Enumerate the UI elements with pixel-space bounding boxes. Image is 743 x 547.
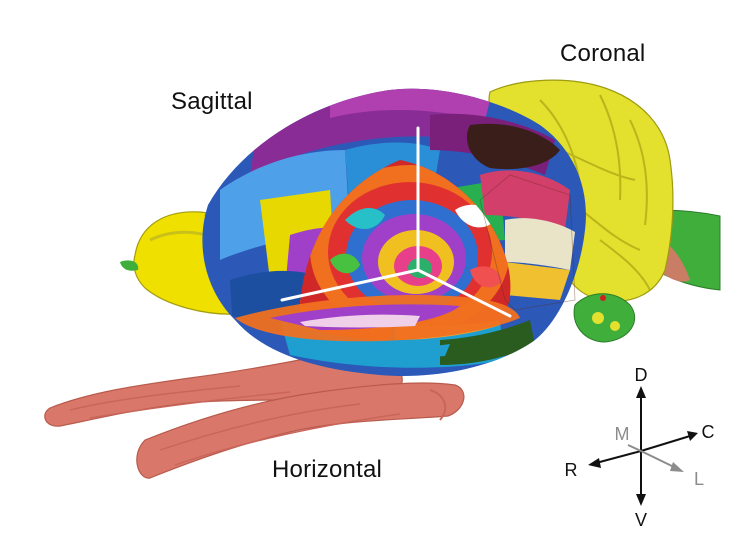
compass-dorsal: D <box>635 365 648 385</box>
coronal-label: Coronal <box>560 40 646 67</box>
rostral-section-line <box>280 268 420 302</box>
hindbrain-green <box>573 293 636 343</box>
compass-medial: M <box>615 424 630 444</box>
compass-lateral: L <box>694 469 704 489</box>
lateral-section-line <box>416 268 512 318</box>
compass-rostral: R <box>565 460 578 480</box>
orientation-compass: D V R C M L <box>565 365 715 530</box>
section-lines <box>280 126 512 318</box>
compass-ventral: V <box>635 510 647 530</box>
nerve-tract-upper <box>44 349 403 427</box>
horizontal-label: Horizontal <box>272 456 383 483</box>
compass-caudal: C <box>702 422 715 442</box>
horizontal-section-slab <box>235 294 520 358</box>
sagittal-section-face <box>479 174 576 311</box>
nerve-tract-lower <box>136 382 465 479</box>
sagittal-label: Sagittal <box>171 88 253 115</box>
